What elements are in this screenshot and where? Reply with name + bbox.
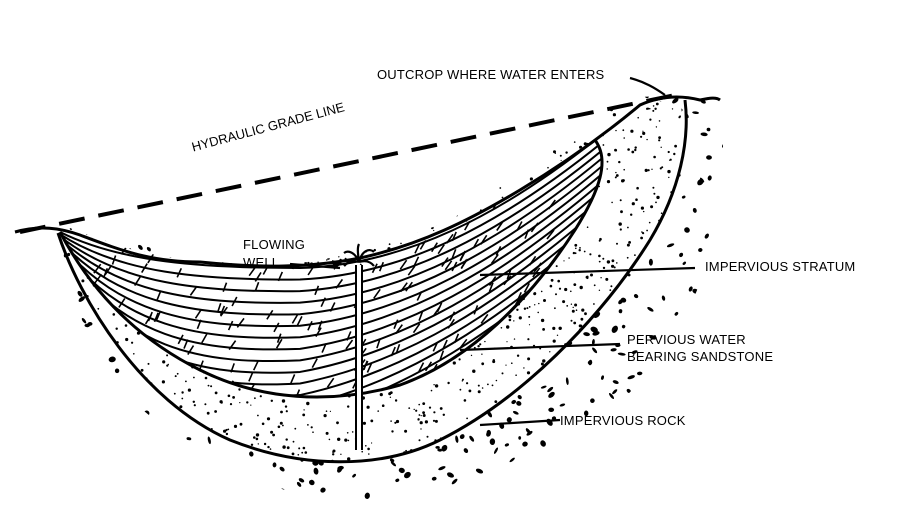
label-impervious-rock: IMPERVIOUS ROCK xyxy=(560,413,686,428)
arrow-head-icon xyxy=(332,260,342,270)
label-flowing-well-1: FLOWING xyxy=(243,237,306,252)
flowing-well xyxy=(343,243,375,450)
label-impervious-stratum: IMPERVIOUS STRATUM xyxy=(705,259,856,274)
sandstone-bottom-boundary xyxy=(56,99,688,464)
label-flowing-well-2: WELL xyxy=(243,255,280,270)
stratum-bottom-boundary xyxy=(58,139,604,399)
hydraulic-grade-line xyxy=(19,93,676,234)
label-pervious-2: BEARING SANDSTONE xyxy=(627,349,774,364)
leader-lines xyxy=(289,76,696,427)
label-outcrop: OUTCROP WHERE WATER ENTERS xyxy=(377,67,605,82)
water-spout-icon xyxy=(343,243,375,267)
label-pervious-1: PERVIOUS WATER xyxy=(627,332,746,347)
